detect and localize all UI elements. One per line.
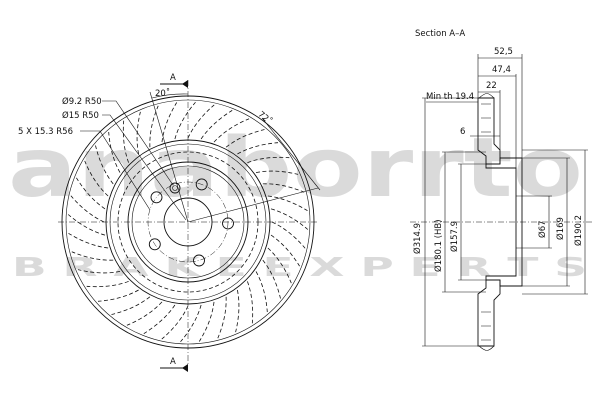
dim-6: 6 xyxy=(460,127,465,137)
vane xyxy=(161,305,189,340)
bolt-hole xyxy=(150,191,163,204)
dim-52: 52,5 xyxy=(494,47,513,57)
vane xyxy=(97,289,139,302)
vane xyxy=(237,142,279,155)
bolt-hole xyxy=(222,217,234,230)
vane xyxy=(267,247,292,284)
section-view: Section A–A 52,5 47,4 22 Min th xyxy=(410,29,594,351)
vane xyxy=(213,118,250,143)
dim-180: Ø180.1 (HB) xyxy=(433,219,444,272)
vane xyxy=(262,259,281,299)
section-label-top: A xyxy=(170,73,176,83)
vane xyxy=(270,234,300,267)
vane-group xyxy=(67,101,309,343)
watermark-tagline: B R A K E E X P E R T S xyxy=(12,253,587,283)
vane xyxy=(247,156,290,163)
vane xyxy=(262,183,305,193)
locating-hole-inner xyxy=(172,185,178,191)
dim-314: Ø314.9 xyxy=(412,223,423,254)
dim-22: 22 xyxy=(486,81,497,91)
angle-line-1 xyxy=(149,91,189,223)
watermark: anaborrto B R A K E E X P E R T S xyxy=(8,121,587,283)
callout-hole-small: Ø9.2 R50 xyxy=(62,96,102,107)
vane xyxy=(235,289,240,333)
bolt-hole xyxy=(193,254,205,267)
vane xyxy=(270,208,309,230)
front-view: A A 20˚ 72˚ Ø9.2 R50 Ø15 R50 5 X 15.3 R5… xyxy=(18,73,321,372)
angle-arc-72 xyxy=(261,117,321,191)
bolt-hole-group xyxy=(148,178,234,267)
vane xyxy=(149,105,159,148)
vane xyxy=(180,304,202,343)
leader-hole-small xyxy=(102,100,174,186)
locating-hole xyxy=(169,182,181,194)
vane xyxy=(161,102,178,143)
dim-169: Ø169 xyxy=(555,217,566,240)
vane xyxy=(217,296,227,339)
section-arrow-top xyxy=(182,80,188,88)
vane xyxy=(200,110,233,140)
vane xyxy=(76,177,106,210)
vane xyxy=(67,214,106,236)
vane xyxy=(95,145,114,185)
vane xyxy=(187,104,215,139)
vane xyxy=(136,111,141,155)
vane xyxy=(198,301,215,342)
dim-67: Ø67 xyxy=(537,220,548,238)
angle-label-20: 20˚ xyxy=(155,88,170,99)
dim-47: 47,4 xyxy=(492,65,511,75)
vane xyxy=(68,232,109,249)
vane xyxy=(255,271,268,313)
bolt-hole xyxy=(148,238,161,251)
vane xyxy=(86,281,129,288)
angle-arc-20 xyxy=(151,93,189,99)
watermark-brand: anaborrto xyxy=(8,121,583,216)
vane xyxy=(70,195,105,223)
angle-line-2 xyxy=(187,187,319,223)
vane xyxy=(267,195,308,212)
vane xyxy=(77,269,121,274)
vane xyxy=(108,131,121,173)
vane xyxy=(255,170,299,175)
vane xyxy=(126,301,163,326)
leader-hole-center xyxy=(102,114,187,221)
dim-157: Ø157.9 xyxy=(449,221,460,252)
leader-bolt-holes xyxy=(80,130,151,211)
vane xyxy=(174,101,196,140)
section-arrow-bottom xyxy=(182,364,188,372)
vane xyxy=(111,296,151,315)
vane xyxy=(84,160,109,197)
vane xyxy=(247,281,254,324)
vane xyxy=(143,304,176,334)
bolt-hole xyxy=(195,178,208,191)
dim-190: Ø190.2 xyxy=(573,215,584,246)
vane xyxy=(271,221,306,249)
section-label-bottom: A xyxy=(170,357,176,367)
callout-hole-center: Ø15 R50 xyxy=(62,110,99,121)
min-thickness: Min th 19.4 xyxy=(426,92,474,102)
callout-bolt-holes: 5 X 15.3 R56 xyxy=(18,127,73,137)
section-title: Section A–A xyxy=(415,29,465,39)
vane xyxy=(225,129,265,148)
vane xyxy=(71,251,114,261)
vane xyxy=(122,120,129,163)
